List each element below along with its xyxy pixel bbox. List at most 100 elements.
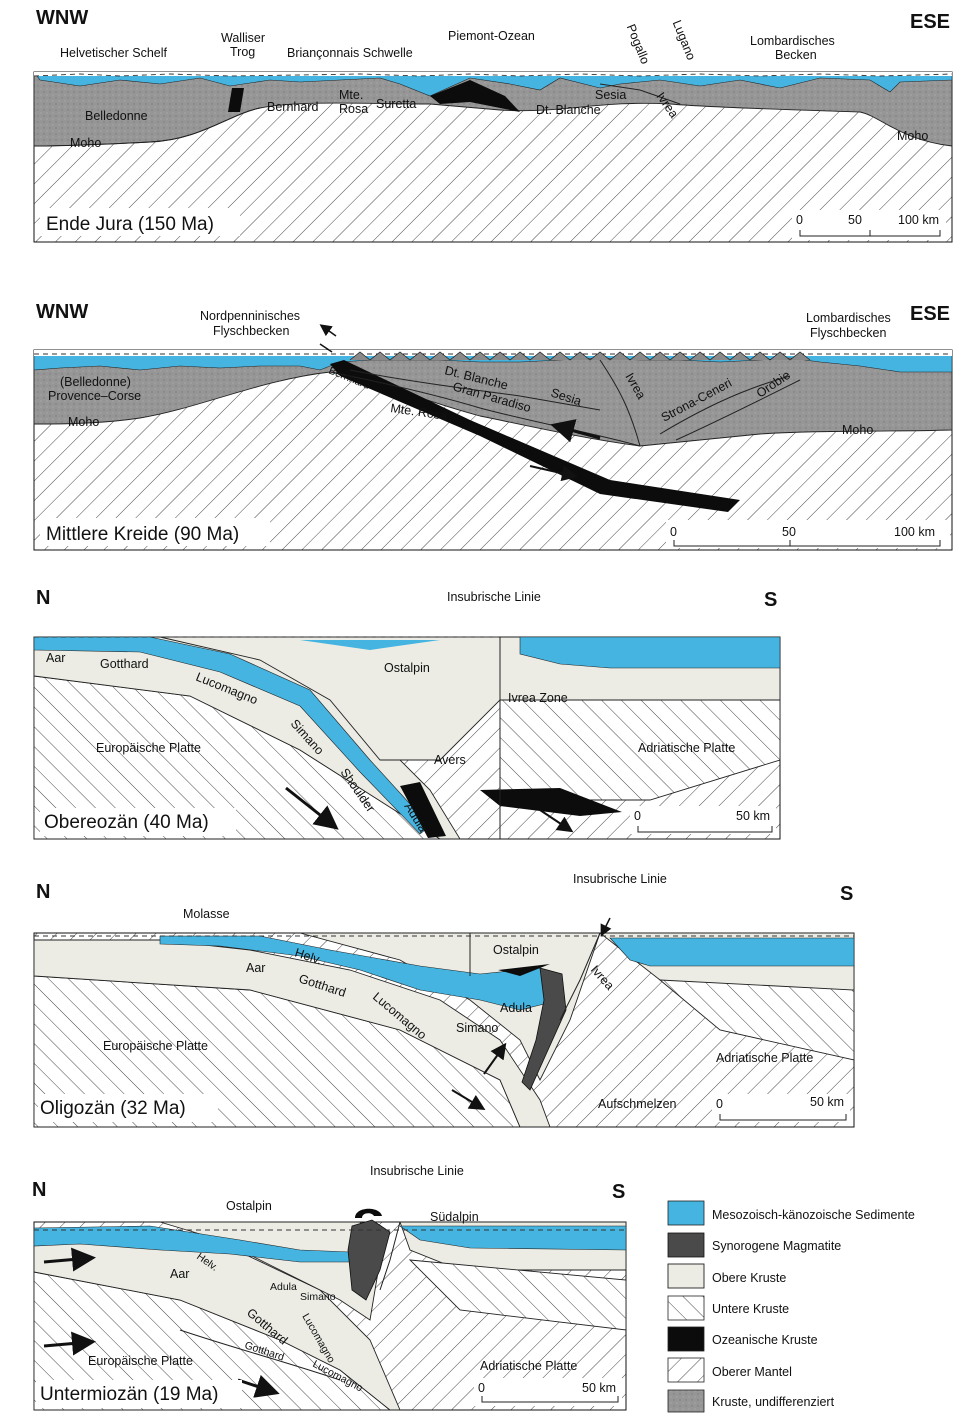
panel-ende-jura: WNW ESE Helvetischer Schelf Walliser Tro… [33, 7, 953, 243]
label-aufschmelzen: Aufschmelzen [598, 1097, 677, 1111]
panel-1-scale-bar: 0 50 100 km [792, 210, 946, 240]
svg-text:50 km: 50 km [810, 1095, 844, 1109]
label-lombardisches: Lombardisches [750, 34, 835, 48]
label-lugano: Lugano [670, 18, 699, 62]
label-belledonne: Belledonne [85, 109, 148, 123]
label-trog: Trog [230, 45, 255, 59]
panel-1-title: Ende Jura (150 Ma) [46, 214, 214, 235]
panel-4-magmatite [521, 967, 567, 1091]
legend-label: Untere Kruste [712, 1302, 789, 1316]
label-bernhard: Bernhard [267, 100, 318, 114]
panel-5-magmatite [347, 1219, 391, 1301]
label-ostalpin-3: Ostalpin [384, 661, 430, 675]
panel-4-sediments-adria [609, 937, 855, 967]
panel-1-sediments [33, 71, 953, 97]
svg-text:50: 50 [848, 213, 862, 227]
panel-3-title: Obereozän (40 Ma) [44, 812, 209, 833]
label-mte: Mte. [339, 88, 363, 102]
label-belledonne-2: (Belledonne) [60, 375, 131, 389]
svg-text:50 km: 50 km [736, 809, 770, 823]
panel-4-adria-lower [658, 979, 855, 1061]
panel-2-dir-left: WNW [36, 301, 88, 323]
label-aar-4: Aar [246, 961, 265, 975]
label-europaeische-platte-5: Europäische Platte [88, 1354, 193, 1368]
panel-4-dir-left: N [36, 881, 50, 903]
legend-label: Kruste, undifferenziert [712, 1395, 835, 1409]
legend-item-sediments: Mesozoisch-känozoische Sedimente [667, 1200, 915, 1226]
svg-text:0: 0 [478, 1381, 485, 1395]
label-flyschbecken-lomb: Flyschbecken [810, 326, 886, 340]
panel-3-sediments-adria [519, 636, 781, 669]
legend-swatch-upper-mantle [667, 1357, 705, 1383]
label-adula-5: Adula [270, 1281, 297, 1293]
label-flyschbecken-nord: Flyschbecken [213, 324, 289, 338]
svg-text:0: 0 [670, 525, 677, 539]
label-pogallo: Pogallo [624, 22, 653, 66]
label-moho-left-2: Moho [68, 415, 99, 429]
svg-text:0: 0 [634, 809, 641, 823]
label-insubrische-linie-4: Insubrische Linie [573, 872, 667, 886]
label-europaeische-platte-4: Europäische Platte [103, 1039, 208, 1053]
svg-text:0: 0 [716, 1097, 723, 1111]
panel-1-walliser-oceanic [228, 88, 244, 112]
label-suretta: Suretta [376, 97, 416, 111]
label-ivrea-zone: Ivrea Zone [508, 691, 568, 705]
label-adula-4: Adula [500, 1001, 532, 1015]
legend-label: Ozeanische Kruste [712, 1333, 818, 1347]
panel-4-upper-crust-euro [33, 939, 551, 1128]
legend-item-upper-mantle: Oberer Mantel [667, 1357, 792, 1383]
svg-text:100 km: 100 km [894, 525, 935, 539]
legend-label: Synorogene Magmatite [712, 1239, 841, 1253]
panel-2-dir-right: ESE [910, 303, 950, 325]
panel-oligozaen: N S Insubrische Linie Molasse Helv. Osta… [33, 872, 855, 1128]
label-gotthard-3: Gotthard [100, 657, 149, 671]
legend-swatch-magmatite [667, 1232, 705, 1258]
panel-mittlere-kreide: WNW ESE Nordpenninisches Flyschbecken Lo… [33, 301, 953, 551]
panel-5-sediments-adria [399, 1225, 627, 1251]
label-adriatische-platte-4: Adriatische Platte [716, 1051, 813, 1065]
panel-3-dir-right: S [764, 589, 777, 611]
panel-obereozaen: N S Insubrische Linie Aar Gotthard Lucom… [33, 587, 781, 840]
panel-1-oceanic-crust [430, 80, 520, 112]
panel-5-sediments-euro [33, 1225, 361, 1263]
panel-2-title: Mittlere Kreide (90 Ma) [46, 524, 239, 545]
label-moho-right-2: Moho [842, 423, 873, 437]
panel-4-scale-bar: 0 50 km [712, 1094, 850, 1122]
label-becken: Becken [775, 48, 817, 62]
label-rosa: Rosa [339, 102, 368, 116]
label-aar-5: Aar [170, 1267, 189, 1281]
svg-text:100 km: 100 km [898, 213, 939, 227]
legend-swatch-lower-crust [667, 1295, 705, 1321]
panel-4-title: Oligozän (32 Ma) [40, 1098, 186, 1119]
legend-label: Obere Kruste [712, 1271, 786, 1285]
panel-5-oceanic [355, 1208, 382, 1218]
label-adriatische-platte-5: Adriatische Platte [480, 1359, 577, 1373]
label-avers: Avers [434, 753, 466, 767]
panel-5-dir-left: N [32, 1179, 46, 1201]
legend-swatch-sediments [667, 1200, 705, 1226]
svg-text:50 km: 50 km [582, 1381, 616, 1395]
label-helvetischer-schelf: Helvetischer Schelf [60, 46, 168, 60]
panel-5-adria-lower [408, 1259, 627, 1331]
panel-5-dir-right: S [612, 1181, 625, 1203]
svg-text:50: 50 [782, 525, 796, 539]
label-brianconnais: Briançonnais Schwelle [287, 46, 413, 60]
label-moho-left: Moho [70, 136, 101, 150]
legend-item-undifferentiated-crust: Kruste, undifferenziert [667, 1389, 835, 1413]
legend-item-upper-crust: Obere Kruste [667, 1263, 786, 1289]
label-lombardisches-2: Lombardisches [806, 311, 891, 325]
label-nordpenninisches: Nordpenninisches [200, 309, 300, 323]
panel-3-oceanic-avers [480, 788, 622, 816]
legend-label: Oberer Mantel [712, 1365, 792, 1379]
panel-4-oceanic [498, 964, 550, 976]
panel-3-dir-left: N [36, 587, 50, 609]
legend-swatch-oceanic-crust [667, 1326, 705, 1352]
panel-4-dir-right: S [840, 883, 853, 905]
panel-1-dir-right: ESE [910, 11, 950, 33]
label-provence-corse: Provence–Corse [48, 389, 141, 403]
legend: Mesozoisch-känozoische Sedimente Synorog… [667, 1200, 915, 1413]
legend-label: Mesozoisch-känozoische Sedimente [712, 1208, 915, 1222]
legend-swatch-upper-crust [667, 1263, 705, 1289]
label-sesia: Sesia [595, 88, 626, 102]
